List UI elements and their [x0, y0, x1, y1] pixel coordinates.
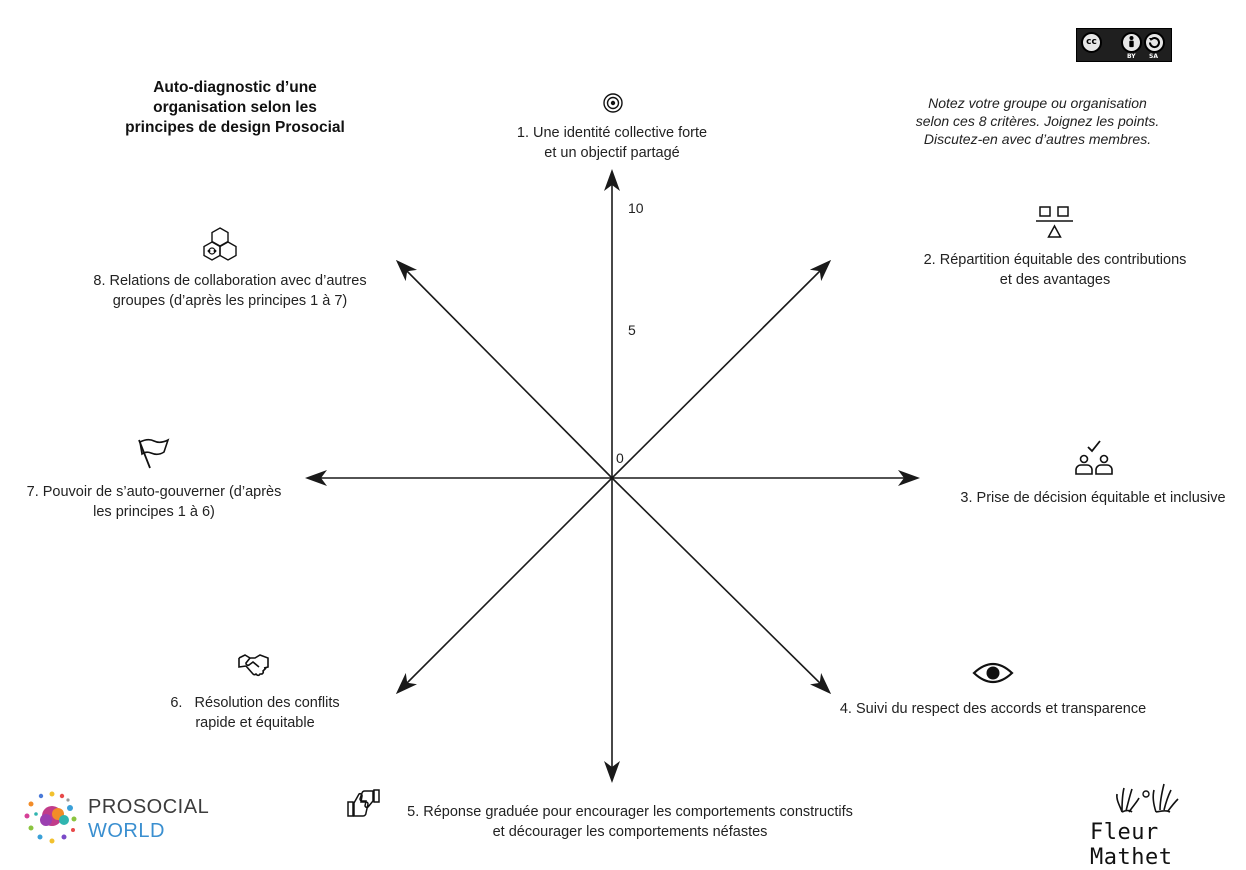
- scale-label-0: 0: [616, 450, 624, 466]
- brand-line-1: PROSOCIAL: [88, 796, 210, 818]
- handshake-icon: [238, 654, 269, 677]
- axis-2: [611, 259, 832, 479]
- target-icon: [603, 93, 623, 113]
- group-vote-icon: [1075, 440, 1113, 475]
- axis-4: [611, 477, 832, 695]
- criterion-2-label: 2. Répartition équitable des contributio…: [923, 252, 1187, 288]
- page-title: Auto-diagnostic d’une organisation selon…: [100, 78, 370, 138]
- criterion-8-label: 8. Relations de collaboration avec d’aut…: [93, 273, 367, 309]
- hexagons-icon: [203, 227, 237, 261]
- instructions-line-1: Notez votre groupe ou organisation: [928, 95, 1147, 111]
- hands-drawing-icon: [1116, 783, 1179, 813]
- scale-label-5: 5: [628, 322, 636, 338]
- scale-label-10: 10: [628, 200, 644, 216]
- balance-icon: [1036, 206, 1073, 238]
- prosocial-world-logo: [24, 791, 77, 844]
- sa-text: SA: [1149, 53, 1158, 60]
- by-text: BY: [1127, 53, 1136, 60]
- axis-8: [395, 259, 613, 479]
- share-alike-icon: [1144, 32, 1165, 53]
- criterion-7-label: 7. Pouvoir de s’auto-gouverner (d’après …: [26, 484, 282, 520]
- instructions: Notez votre groupe ou organisation selon…: [880, 94, 1195, 148]
- title-line-2: organisation selon les: [153, 99, 317, 116]
- flag-icon: [138, 438, 170, 469]
- brand-line-2: WORLD: [88, 820, 165, 842]
- author-signature: Fleur Mathet: [1090, 820, 1173, 870]
- criterion-3-label: 3. Prise de décision équitable et inclus…: [960, 490, 1226, 506]
- axis-6: [395, 477, 613, 695]
- by-person-icon: [1121, 32, 1142, 53]
- criterion-1-label: 1. Une identité collective forte et un o…: [516, 125, 708, 161]
- instructions-line-2: selon ces 8 critères. Joignez les points…: [915, 113, 1160, 129]
- thumbs-up-down-icon: [347, 789, 380, 817]
- criterion-5-label: 5. Réponse graduée pour encourager les c…: [407, 804, 853, 840]
- criterion-4-label: 4. Suivi du respect des accords et trans…: [839, 701, 1147, 717]
- cc-license-badge: cc BY SA: [1076, 28, 1172, 62]
- prosocial-world-wordmark: PROSOCIAL WORLD: [88, 795, 209, 843]
- instructions-line-3: Discutez-en avec d’autres membres.: [923, 131, 1152, 147]
- criterion-6-label: 6. Résolution des conflits rapide et équ…: [170, 695, 340, 731]
- eye-icon: [972, 662, 1014, 684]
- cc-icon: cc: [1081, 32, 1102, 53]
- title-line-1: Auto-diagnostic d’une: [153, 79, 317, 96]
- title-line-3: principes de design Prosocial: [125, 119, 345, 136]
